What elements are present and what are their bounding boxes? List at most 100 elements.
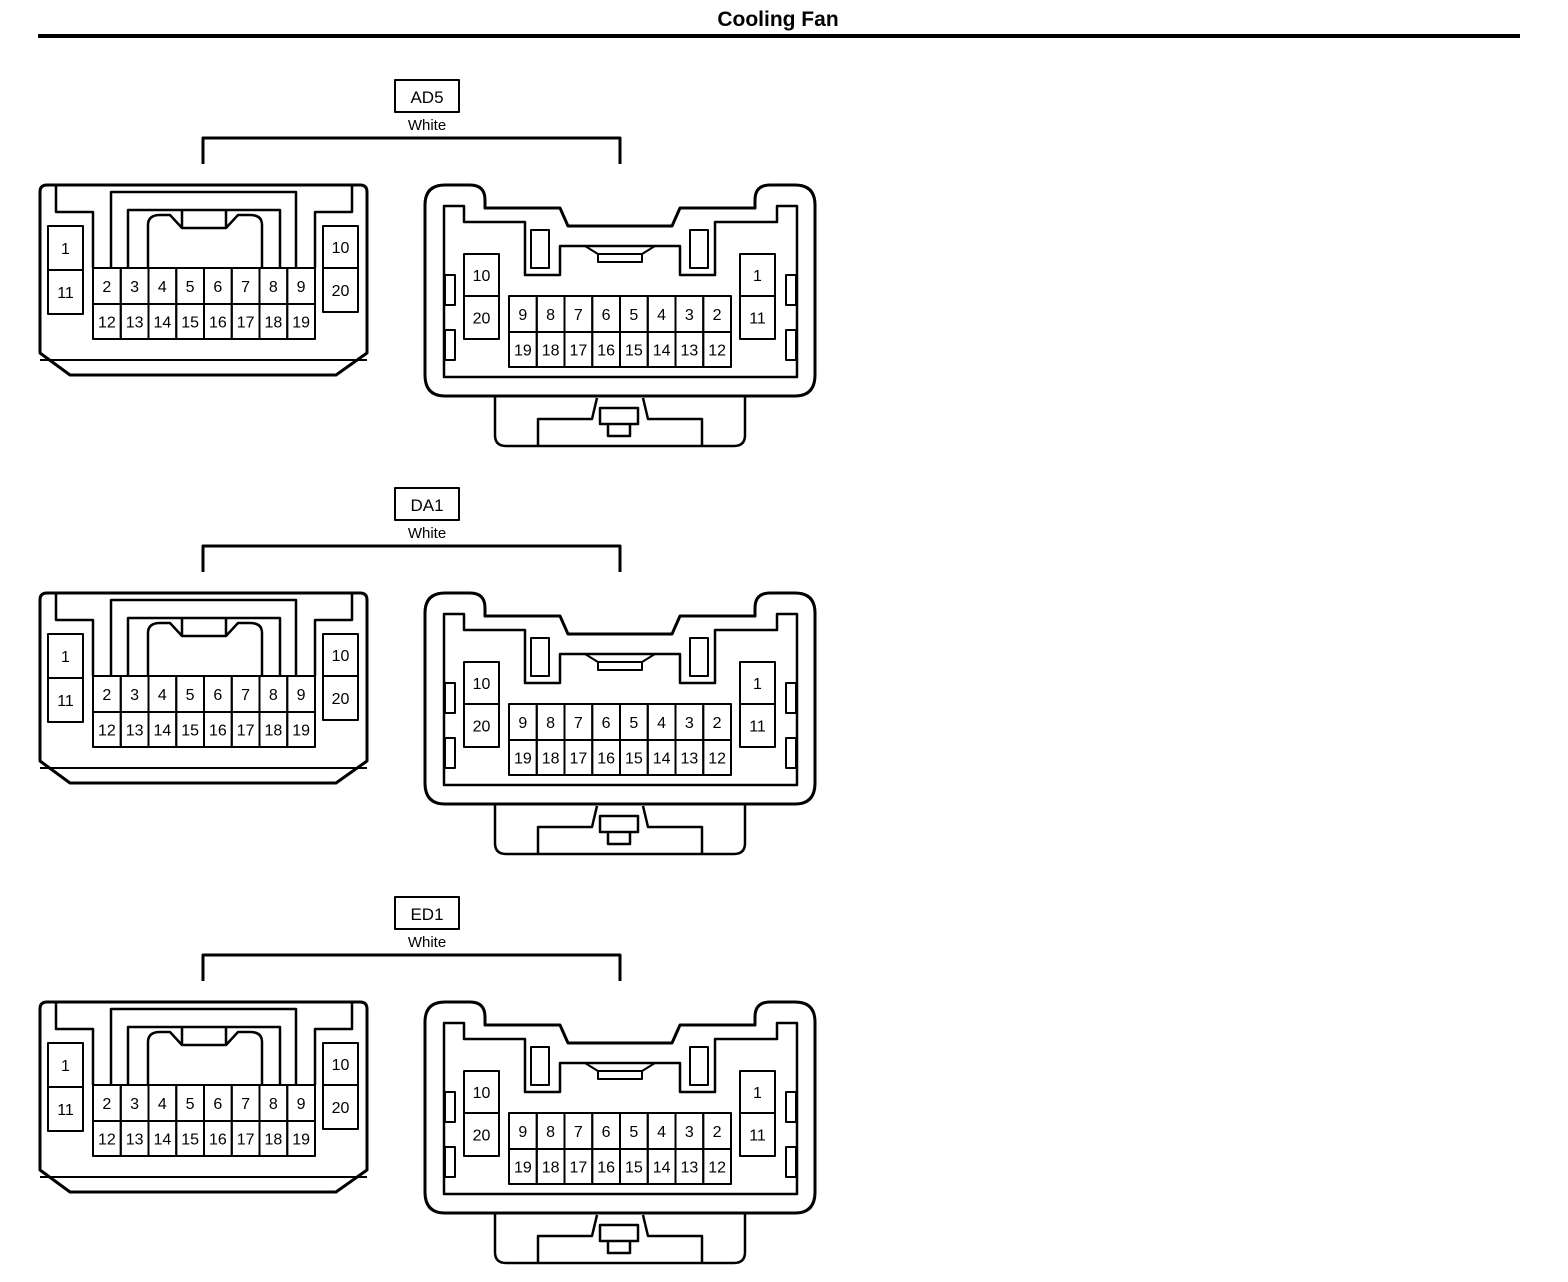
c2-male-pin-5: 5 (629, 1124, 638, 1141)
c1-female-pin-18: 18 (264, 723, 282, 740)
c1-female-pin-15: 15 (181, 723, 199, 740)
connector-0-bracket (201, 136, 622, 164)
c2-male-pin-18: 18 (542, 1160, 560, 1177)
c2-female-pin-13: 13 (126, 1132, 144, 1149)
c1-female-pin-13: 13 (126, 723, 144, 740)
c2-female-pin-9: 9 (297, 1096, 306, 1113)
c2-female-pin-20: 20 (332, 1100, 350, 1117)
c1-female-pin-8: 8 (269, 687, 278, 704)
c0-male-pin-17: 17 (569, 343, 587, 360)
c2-male-pin-1: 1 (753, 1085, 762, 1102)
c1-male-pin-17: 17 (569, 751, 587, 768)
c0-female-pin-10: 10 (332, 240, 350, 257)
c1-female-pin-6: 6 (213, 687, 222, 704)
c0-male-pin-6: 6 (602, 307, 611, 324)
c0-female-pin-7: 7 (241, 279, 250, 296)
c1-female-pin-20-cell (322, 675, 359, 721)
connector-1-bracket (201, 544, 622, 572)
c2-male-pin-12: 12 (708, 1160, 726, 1177)
c0-male-pin-7: 7 (574, 307, 583, 324)
connector-2-color: White (408, 934, 446, 951)
c2-female-pin-12: 12 (98, 1132, 116, 1149)
c1-female-pin-3: 3 (130, 687, 139, 704)
connector-2-bracket (201, 953, 622, 981)
connector-0-color: White (408, 117, 446, 134)
c1-male-pin-9: 9 (518, 715, 527, 732)
c1-male-pin-3: 3 (685, 715, 694, 732)
c1-female-pin-20: 20 (332, 691, 350, 708)
connector-1-color: White (408, 525, 446, 542)
c1-female-pin-16: 16 (209, 723, 227, 740)
c2-male-pin-7: 7 (574, 1124, 583, 1141)
connector-1-code: DA1 (410, 496, 443, 515)
c1-male-pin-11-cell (739, 703, 776, 748)
c1-male-pin-12: 12 (708, 751, 726, 768)
c1-male-pin-1: 1 (753, 676, 762, 693)
c2-female-pin-15: 15 (181, 1132, 199, 1149)
c0-male-pin-1: 1 (753, 268, 762, 285)
c2-female-pin-19: 19 (292, 1132, 310, 1149)
c0-male-pin-20: 20 (473, 311, 491, 328)
c0-male-pin-10: 10 (473, 268, 491, 285)
c2-male-pin-15: 15 (625, 1160, 643, 1177)
c1-female-pin-2: 2 (102, 687, 111, 704)
c0-female-pin-20: 20 (332, 283, 350, 300)
c1-female-pin-9: 9 (297, 687, 306, 704)
c0-male-pin-2: 2 (713, 307, 722, 324)
c0-male-pin-4: 4 (657, 307, 666, 324)
c2-female-pin-1: 1 (61, 1058, 70, 1075)
c0-female-pin-3: 3 (130, 279, 139, 296)
c1-male-pin-13: 13 (680, 751, 698, 768)
c0-male-pin-8: 8 (546, 307, 555, 324)
c2-female-pin-20-cell (322, 1084, 359, 1130)
c1-male-pin-19: 19 (514, 751, 532, 768)
c1-male-pin-14: 14 (653, 751, 671, 768)
c0-male-pin-12-cell (702, 331, 732, 368)
c1-male-pin-7: 7 (574, 715, 583, 732)
c1-female-pin-10: 10 (332, 648, 350, 665)
c2-male-pin-3: 3 (685, 1124, 694, 1141)
c1-female-pin-19: 19 (292, 723, 310, 740)
c1-male-pin-15: 15 (625, 751, 643, 768)
page-title: Cooling Fan (717, 8, 839, 31)
connector-group-AD5: AD5White11110202123134145156167178189191… (38, 79, 817, 448)
c1-female-pin-14: 14 (153, 723, 171, 740)
c1-female-pin-11: 11 (57, 693, 74, 710)
c1-male-pin-8: 8 (546, 715, 555, 732)
c0-male-pin-11-cell (739, 295, 776, 340)
c2-female-pin-6: 6 (213, 1096, 222, 1113)
c2-female-pin-5: 5 (186, 1096, 195, 1113)
c0-female-pin-14: 14 (153, 315, 171, 332)
c1-male-pin-16: 16 (597, 751, 615, 768)
c0-male-pin-12: 12 (708, 343, 726, 360)
c2-female-pin-18: 18 (264, 1132, 282, 1149)
c2-female-pin-7: 7 (241, 1096, 250, 1113)
c0-female-pin-20-cell (322, 267, 359, 313)
c1-female-pin-19-cell (286, 711, 316, 748)
c0-male-pin-16: 16 (597, 343, 615, 360)
c2-male-pin-14: 14 (653, 1160, 671, 1177)
c0-male-pin-18: 18 (542, 343, 560, 360)
c1-male-pin-5: 5 (629, 715, 638, 732)
c0-female-pin-13: 13 (126, 315, 144, 332)
c2-female-pin-19-cell (286, 1120, 316, 1157)
title-rule (38, 34, 1520, 38)
c0-female-pin-5: 5 (186, 279, 195, 296)
c0-male-pin-9: 9 (518, 307, 527, 324)
c1-male-pin-20-cell (463, 703, 500, 748)
c2-male-pin-11-cell (739, 1112, 776, 1157)
c2-male-pin-20: 20 (473, 1128, 491, 1145)
c0-male-pin-13: 13 (680, 343, 698, 360)
connector-group-ED1: ED1White11110202123134145156167178189191… (38, 896, 817, 1265)
connector-2-code: ED1 (410, 905, 443, 924)
c0-female-pin-12: 12 (98, 315, 116, 332)
c2-female-pin-11: 11 (57, 1102, 74, 1119)
connector-0-code-box (394, 79, 460, 113)
c2-male-pin-19: 19 (514, 1160, 532, 1177)
c0-female-pin-2: 2 (102, 279, 111, 296)
c2-male-pin-11: 11 (749, 1128, 766, 1145)
